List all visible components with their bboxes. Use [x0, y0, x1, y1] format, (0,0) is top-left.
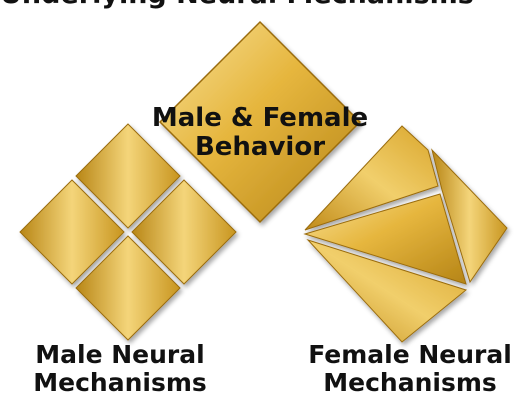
- center-diamond-label: Male & Female Behavior: [150, 104, 370, 162]
- female-label-line1: Female Neural: [300, 341, 520, 369]
- female-diamond-label: Female Neural Mechanisms: [300, 341, 520, 397]
- male-label-line2: Mechanisms: [0, 369, 240, 397]
- center-label-line2: Behavior: [150, 133, 370, 162]
- male-diamond-label: Male Neural Mechanisms: [0, 341, 240, 397]
- male-label-line1: Male Neural: [0, 341, 240, 369]
- female-label-line2: Mechanisms: [300, 369, 520, 397]
- center-label-line1: Male & Female: [150, 104, 370, 133]
